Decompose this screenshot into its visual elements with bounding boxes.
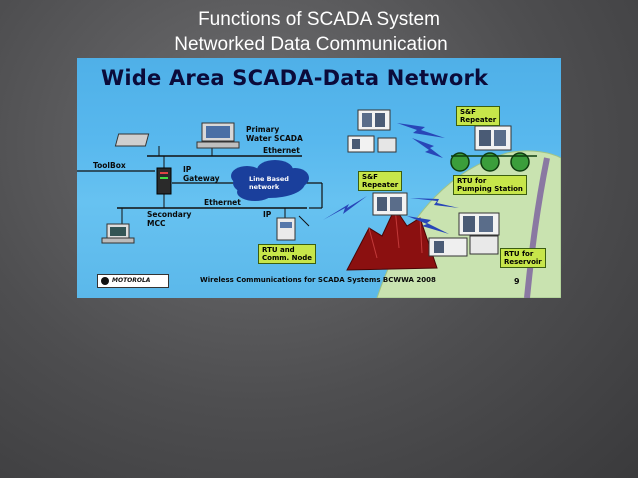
ethernet-bottom-label: Ethernet	[204, 198, 241, 207]
hill-road	[524, 157, 550, 298]
ip-label: IP	[263, 210, 272, 219]
toolbox-label: ToolBox	[93, 161, 126, 170]
repeater-equipment-right	[474, 125, 512, 151]
laptop-icon	[101, 223, 135, 244]
scada-network-diagram: Wide Area SCADA-Data Network Primary Wat…	[77, 58, 561, 298]
line-based-network-cloud	[231, 160, 309, 201]
secondary-mcc-label: Secondary MCC	[147, 210, 192, 228]
mountain	[346, 206, 438, 271]
repeater-equipment-top	[347, 109, 397, 153]
diagram-heading: Wide Area SCADA-Data Network	[101, 66, 489, 90]
pump-icons	[450, 152, 537, 172]
pumping-station-equipment	[428, 212, 500, 257]
diagram-footer: Wireless Communications for SCADA System…	[200, 276, 436, 284]
primary-scada-computer-icon	[196, 122, 240, 149]
primary-water-scada-label: Primary Water SCADA	[246, 125, 303, 143]
repeater-equipment-mid	[372, 192, 408, 216]
rtu-reservoir-label: RTU for Reservoir	[500, 248, 546, 268]
sf-repeater-mid-label: S&F Repeater	[358, 171, 403, 191]
ip-gateway-icon	[156, 167, 172, 195]
ip-gateway-label: IP Gateway	[183, 165, 220, 183]
line-based-network-label: Line Based network	[249, 175, 289, 191]
slide-title-line1: Functions of SCADA System	[198, 9, 440, 30]
wireless-link-icons	[323, 123, 459, 234]
sf-repeater-top-label: S&F Repeater	[456, 106, 501, 126]
motorola-logo: MOTOROLA	[97, 274, 169, 288]
rtu-comm-node-icon	[276, 215, 310, 241]
rtu-comm-node-label: RTU and Comm. Node	[258, 244, 317, 264]
ethernet-top-label: Ethernet	[263, 146, 300, 155]
rtu-pumping-station-label: RTU for Pumping Station	[453, 175, 527, 195]
page-number: 9	[514, 277, 520, 286]
modem-icon	[114, 133, 150, 147]
slide-title-line2: Networked Data Communication	[174, 34, 448, 55]
